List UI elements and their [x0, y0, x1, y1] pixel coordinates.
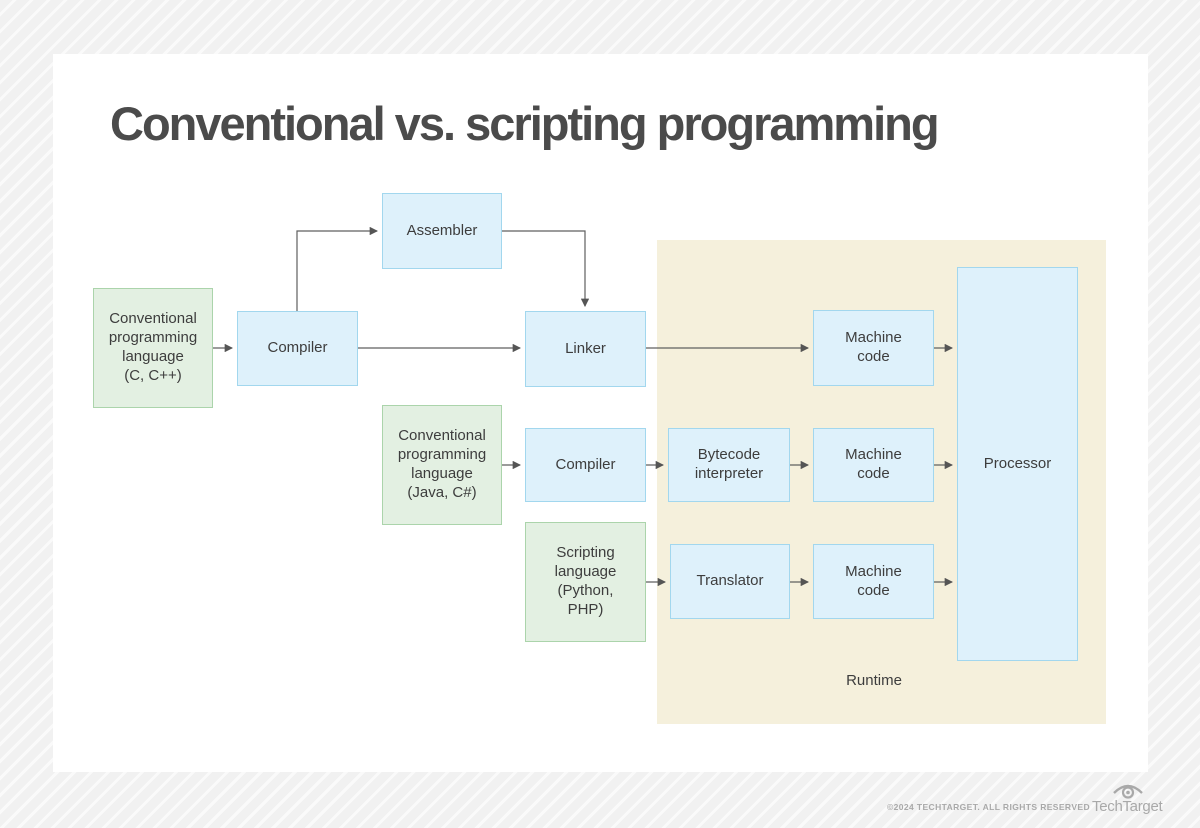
techtarget-logo: TechTarget — [1092, 781, 1163, 821]
eye-icon — [1113, 784, 1143, 799]
page-title: Conventional vs. scripting programming — [110, 97, 940, 150]
node-compiler-2: Compiler — [525, 428, 646, 502]
node-machine-code-3: Machine code — [813, 544, 934, 619]
copyright-text: ©2024 TECHTARGET. ALL RIGHTS RESERVED — [886, 802, 1090, 812]
node-conventional-language-c: Conventional programming language (C, C+… — [93, 288, 213, 408]
node-machine-code-1: Machine code — [813, 310, 934, 386]
node-bytecode-interpreter: Bytecode interpreter — [668, 428, 790, 502]
runtime-label: Runtime — [846, 672, 902, 689]
node-scripting-language: Scripting language (Python, PHP) — [525, 522, 646, 642]
node-machine-code-2: Machine code — [813, 428, 934, 502]
node-linker: Linker — [525, 311, 646, 387]
node-assembler: Assembler — [382, 193, 502, 269]
node-translator: Translator — [670, 544, 790, 619]
node-compiler-1: Compiler — [237, 311, 358, 386]
node-processor: Processor — [957, 267, 1078, 661]
node-conventional-language-java: Conventional programming language (Java,… — [382, 405, 502, 525]
brand-wordmark: TechTarget — [1092, 798, 1163, 815]
